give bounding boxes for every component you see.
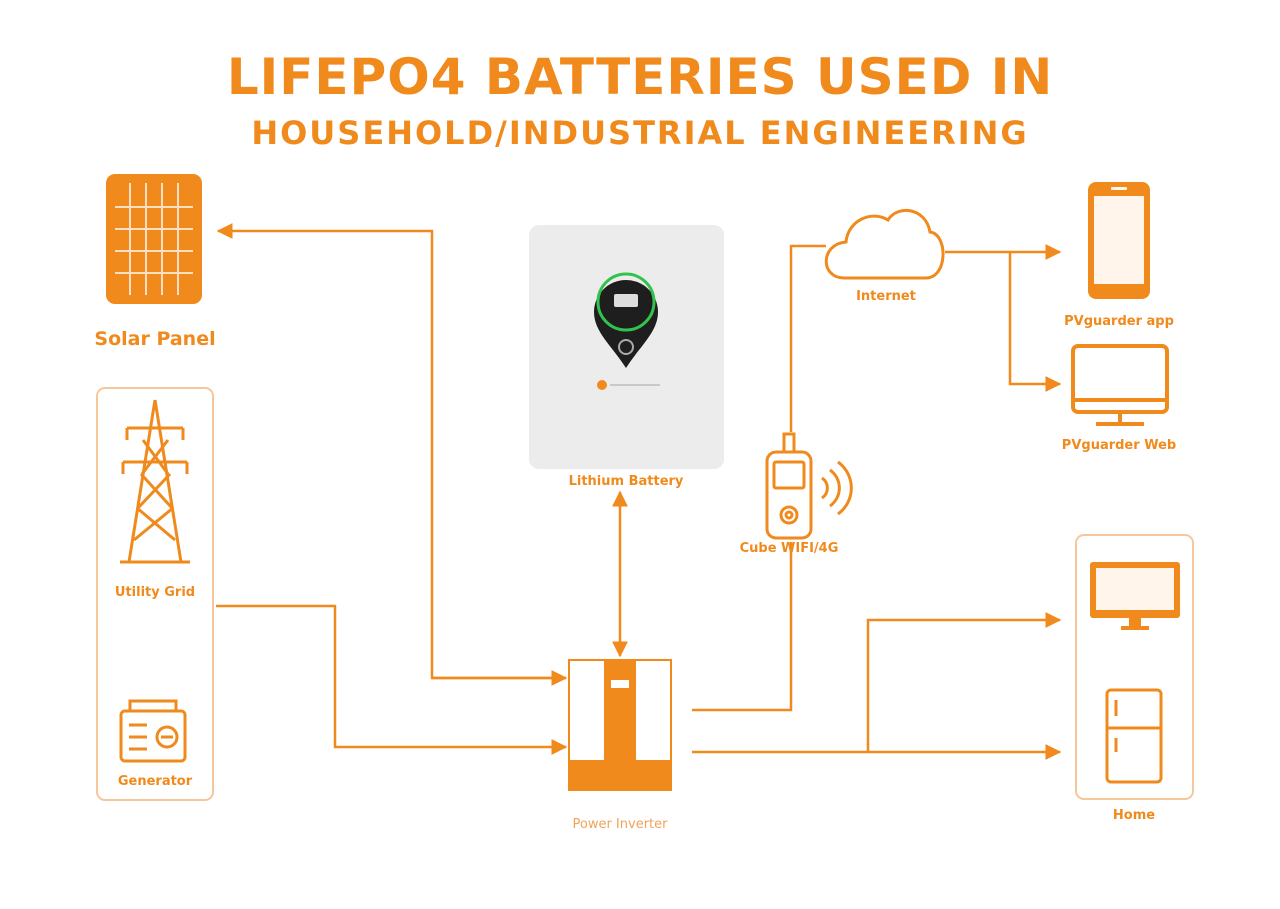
grid-generator-box [96, 387, 214, 801]
line-to-home-tv [866, 612, 1062, 752]
internet-label: Internet [856, 289, 916, 304]
power-inverter-label: Power Inverter [572, 817, 668, 832]
fridge-icon [1105, 688, 1163, 784]
generator-icon [119, 699, 187, 763]
tv-icon [1090, 562, 1180, 630]
lithium-battery-image [529, 225, 724, 469]
subtitle: HOUSEHOLD/INDUSTRIAL ENGINEERING [251, 114, 1029, 152]
internet-cloud-icon [824, 209, 945, 280]
pvguarder-web-label: PVguarder Web [1061, 438, 1177, 453]
home-label: Home [1112, 808, 1156, 823]
solar-panel-label: Solar Panel [94, 328, 216, 350]
line-internet-to-web [1008, 252, 1062, 392]
monitor-icon [1071, 344, 1169, 426]
line-inverter-to-wifi [692, 542, 793, 712]
wifi-cube-icon [765, 432, 853, 540]
phone-icon [1088, 182, 1150, 299]
cube-wifi-label: Cube WIFI/4G [739, 541, 839, 556]
pvguarder-app-label: PVguarder app [1064, 314, 1174, 329]
solar-panel-icon [106, 174, 202, 304]
utility-tower-icon [120, 399, 190, 564]
line-wifi-to-internet [789, 244, 826, 432]
power-inverter-icon [568, 659, 672, 791]
home-box [1075, 534, 1194, 800]
main-title: LIFEPO4 BATTERIES USED IN [226, 48, 1054, 106]
utility-grid-label: Utility Grid [114, 585, 196, 600]
lithium-battery-label: Lithium Battery [568, 474, 684, 489]
generator-label: Generator [117, 774, 193, 789]
line-grid-to-inverter [216, 604, 568, 755]
line-inverter-to-solar [216, 223, 566, 680]
